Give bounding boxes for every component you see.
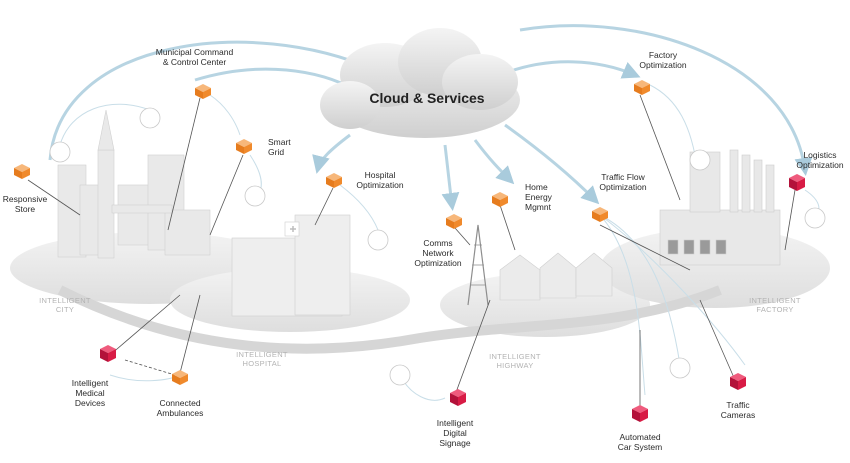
red-cube-icon xyxy=(730,373,746,390)
traffic-cameras-label: Traffic Cameras xyxy=(720,400,756,420)
municipal-command-label: Municipal Command & Control Center xyxy=(155,47,234,67)
highway-buildings xyxy=(467,224,613,306)
car-system-label: Automated Car System xyxy=(617,432,663,452)
sensor-dots-icon xyxy=(244,185,266,207)
city-buildings xyxy=(57,109,211,259)
orange-box-icon xyxy=(172,370,188,385)
home-energy-label: Home Energy Mgmnt xyxy=(525,182,552,212)
orange-box-icon xyxy=(492,192,508,207)
zone-city-label: INTELLIGENT CITY xyxy=(39,296,91,314)
smart-grid-label: Smart Grid xyxy=(268,137,291,157)
sensor-dots-icon xyxy=(139,107,161,129)
logistics-optimization-label: Logistics Optimization xyxy=(796,150,844,170)
sensor-dots-icon xyxy=(804,207,826,229)
red-cube-icon xyxy=(450,389,466,406)
digital-signage-label: Intelligent Digital Signage xyxy=(436,418,474,448)
hospital-building xyxy=(231,214,351,317)
hospital-optimization-label: Hospital Optimization xyxy=(356,170,404,190)
zone-factory-label: INTELLIGENT FACTORY xyxy=(749,296,801,314)
highway-road xyxy=(57,285,722,354)
sensor-dots-icon xyxy=(49,141,71,163)
orange-box-icon xyxy=(446,214,462,229)
factory-optimization-label: Factory Optimization xyxy=(639,50,687,70)
sensor-nodes xyxy=(49,107,826,386)
orange-box-icon xyxy=(14,164,30,179)
red-cube-icon xyxy=(789,174,805,191)
leader-lines xyxy=(27,94,796,410)
cloud-services-label: Cloud & Services xyxy=(369,90,485,106)
sensor-dots-icon xyxy=(669,357,691,379)
responsive-store-label: Responsive Store xyxy=(2,194,48,214)
zone-hospital-label: INTELLIGENT HOSPITAL xyxy=(236,350,288,368)
orange-box-icon xyxy=(326,173,342,188)
medical-devices-label: Intelligent Medical Devices xyxy=(71,378,109,408)
zone-highway-label: INTELLIGENT HIGHWAY xyxy=(489,352,541,370)
orange-box-icon xyxy=(634,80,650,95)
sensor-dots-icon xyxy=(689,149,711,171)
comms-network-label: Comms Network Optimization xyxy=(414,238,462,268)
factory-building xyxy=(659,149,781,266)
cloud-links xyxy=(48,24,813,211)
connected-ambulances-label: Connected Ambulances xyxy=(156,398,204,418)
orange-box-icon xyxy=(236,139,252,154)
traffic-flow-label: Traffic Flow Optimization xyxy=(599,172,647,192)
sensor-dots-icon xyxy=(367,229,389,251)
red-cube-icon xyxy=(100,345,116,362)
red-cube-icon xyxy=(632,405,648,422)
sensor-dots-icon xyxy=(389,364,411,386)
platforms xyxy=(10,228,830,354)
orange-box-icon xyxy=(195,84,211,99)
cloud-shape xyxy=(320,28,520,138)
